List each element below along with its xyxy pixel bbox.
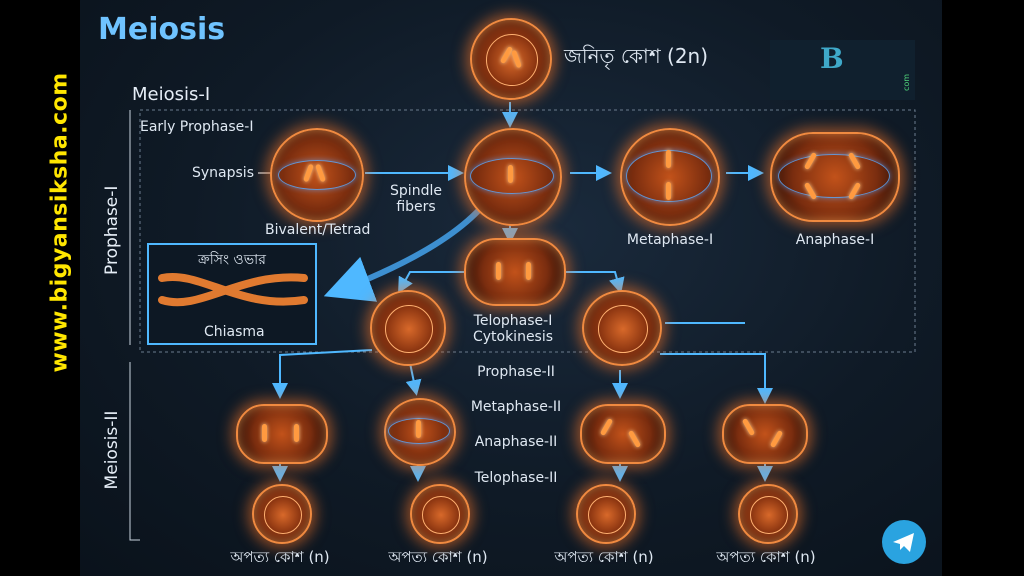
daughter1-cell-m1 bbox=[370, 290, 446, 366]
daughter-cell-1 bbox=[252, 484, 312, 544]
daughter-label-3: অপত্য কোশ (n) bbox=[554, 548, 654, 566]
prophase-cell bbox=[270, 128, 364, 222]
arrow-m2-d bbox=[660, 353, 773, 404]
page-title: Meiosis bbox=[98, 12, 226, 47]
m2-cell-1 bbox=[236, 404, 328, 464]
daughter-cell-4 bbox=[738, 484, 798, 544]
spindle-cell bbox=[464, 128, 562, 226]
telegram-icon[interactable] bbox=[882, 520, 926, 564]
meiosis2-label: Meiosis-II bbox=[102, 410, 122, 490]
telophase1-cell bbox=[464, 238, 566, 306]
prophase2-label: Prophase-II bbox=[477, 364, 555, 380]
arrow-m2-b bbox=[405, 362, 422, 396]
logo-com: com bbox=[902, 73, 912, 92]
meiosis2-bracket bbox=[129, 362, 140, 541]
m2-cell-3 bbox=[580, 404, 666, 464]
anaphase1-cell bbox=[770, 132, 900, 222]
parent-cell bbox=[470, 18, 552, 100]
daughter-cell-2 bbox=[410, 484, 470, 544]
meiosis1-box bbox=[139, 109, 916, 353]
connector-layer bbox=[129, 102, 916, 541]
daughter-label-4: অপত্য কোশ (n) bbox=[716, 548, 816, 566]
spindle-fibers-label: Spindle fibers bbox=[390, 183, 442, 215]
arrow-right-cell bbox=[565, 271, 625, 294]
meiosis1-label: Meiosis-I bbox=[132, 84, 211, 105]
parent-cell-label: জনিতৃ কোশ (2n) bbox=[564, 44, 709, 68]
anaphase2-label: Anaphase-II bbox=[474, 434, 558, 450]
daughter2-cell-m1 bbox=[582, 290, 662, 366]
m2-cell-2 bbox=[384, 398, 456, 466]
synapsis-label: Synapsis bbox=[192, 165, 254, 181]
crossing-over-label: ক্রসিং ওভার bbox=[198, 252, 266, 268]
prophase1-label: Prophase-I bbox=[102, 185, 122, 275]
bigyansiksha-logo: B com bbox=[770, 40, 915, 100]
arrow-m2-a bbox=[272, 349, 373, 399]
daughter-label-1: অপত্য কোশ (n) bbox=[230, 548, 330, 566]
daughter-cell-3 bbox=[576, 484, 636, 544]
bivalent-label: Bivalent/Tetrad bbox=[265, 222, 371, 238]
metaphase1-cell bbox=[620, 128, 720, 226]
anaphase1-label: Anaphase-I bbox=[795, 232, 875, 248]
chiasma-label: Chiasma bbox=[204, 324, 265, 340]
telophase1-label: Telophase-I Cytokinesis bbox=[472, 313, 554, 345]
daughter-label-2: অপত্য কোশ (n) bbox=[388, 548, 488, 566]
early-prophase-label: Early Prophase-I bbox=[140, 119, 254, 135]
metaphase1-label: Metaphase-I bbox=[626, 232, 714, 248]
m2-cell-4 bbox=[722, 404, 808, 464]
telophase2-label: Telophase-II bbox=[474, 470, 558, 486]
chiasma-chromatids bbox=[158, 272, 308, 307]
website-watermark: www.bigyansiksha.com bbox=[47, 72, 73, 373]
metaphase2-label: Metaphase-II bbox=[470, 399, 562, 415]
arrow-left-cell bbox=[398, 271, 470, 294]
diagram-canvas: Meiosis Meiosis-I Prophase-I Meiosis-II … bbox=[80, 0, 942, 576]
